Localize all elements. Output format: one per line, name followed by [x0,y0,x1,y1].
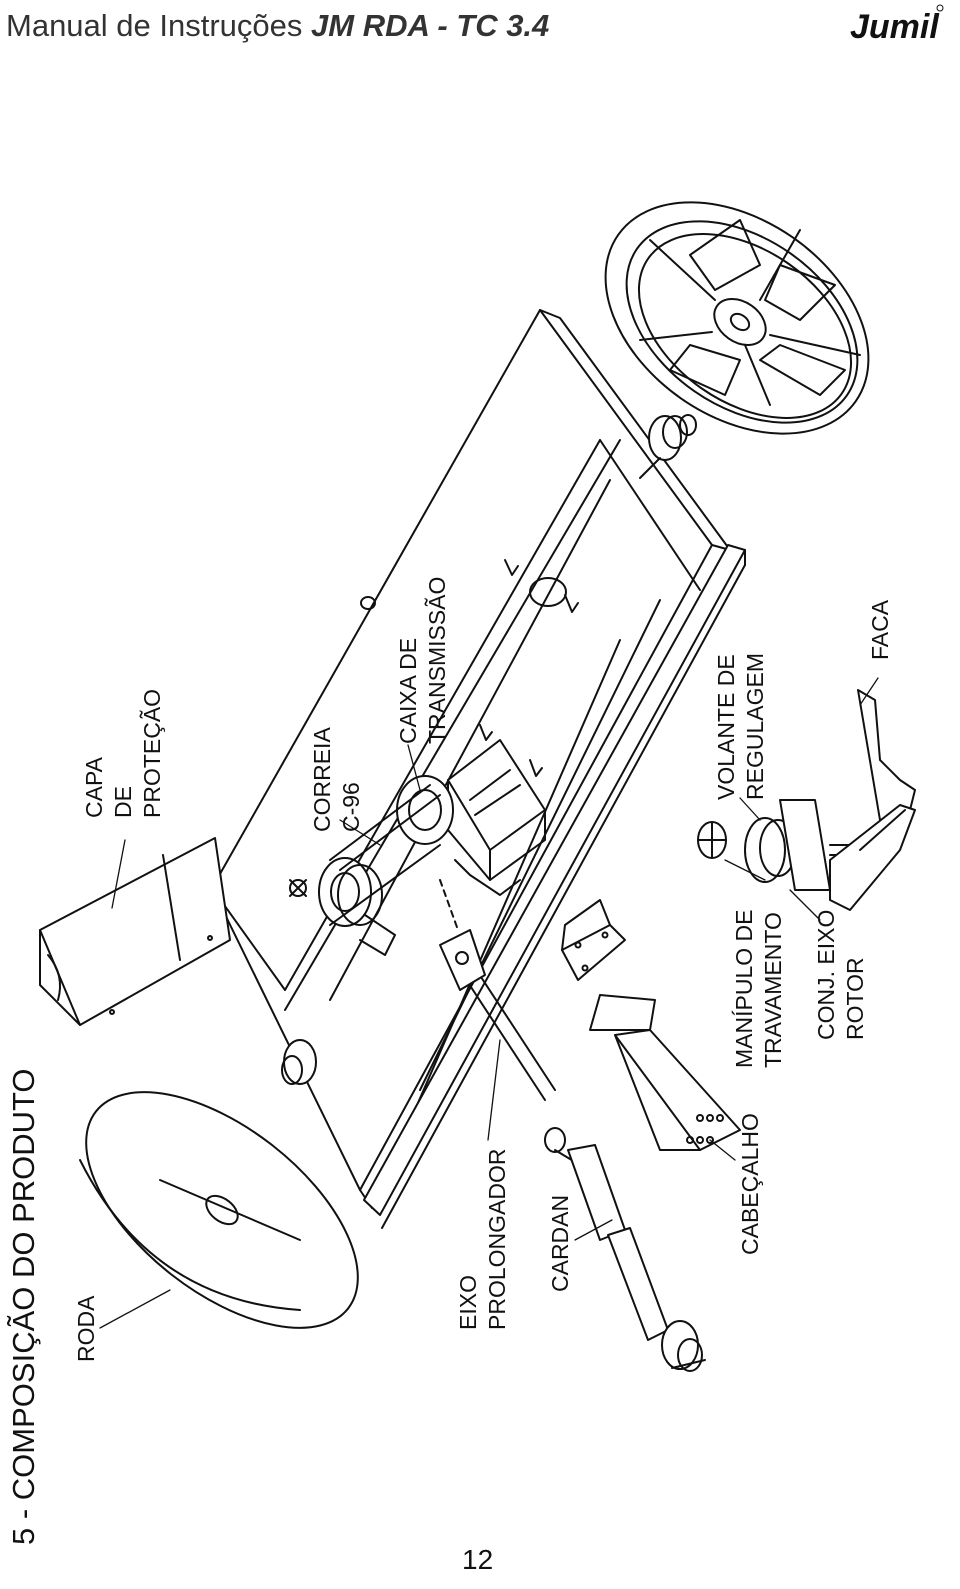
leader-lines [99,677,879,1329]
label-line: CABEÇALHO [737,1113,763,1255]
label-line: MANÍPULO DE [731,909,757,1068]
right-wheel [604,201,870,435]
wheel-hub-left [281,1039,317,1085]
label-roda: RODA [72,1296,101,1362]
label-line: CORREIA [309,727,335,832]
extension-shaft [439,879,556,1101]
front-bracket [561,899,626,981]
label-line: EIXO [455,1275,481,1330]
label-line: CARDAN [547,1194,573,1292]
cardan-shaft [544,1127,706,1372]
document-title: Manual de Instruções JM RDA - TC 3.4 [6,8,549,44]
blade [829,689,916,911]
label-line: DE [110,786,136,818]
label-eixo-prolongador: EIXO PROLONGADOR [454,1149,512,1330]
rotor-assembly [697,799,871,891]
label-line: ROTOR [842,957,868,1040]
side-rail [363,544,746,1229]
page-number: 12 [462,1544,494,1575]
belt-pulley [289,784,441,956]
label-line: REGULAGEM [742,653,768,800]
svg-text:Jumil: Jumil [850,8,940,46]
label-correia: CORREIA C-96 [308,727,366,832]
label-line: CONJ. EIXO [813,909,839,1040]
label-caixa-de-transmissao: CAIXA DE TRANSMISSÃO [394,577,452,744]
label-line: FACA [867,599,893,660]
drawbar [589,994,741,1151]
label-line: TRAVAMENTO [760,912,786,1068]
section-title: 5 - COMPOSIÇÃO DO PRODUTO [6,1068,41,1545]
label-cardan: CARDAN [546,1195,575,1292]
label-volante-de-regulagem: VOLANTE DE REGULAGEM [712,653,770,800]
label-cabecalho: CABEÇALHO [736,1113,765,1255]
label-line: C-96 [338,782,364,832]
label-line: CAPA [81,757,107,818]
protective-cover [39,837,231,1026]
label-line: CAIXA DE [395,637,421,744]
title-prefix: Manual de Instruções [6,8,312,43]
label-line: PROLONGADOR [484,1148,510,1330]
left-wheel [79,1091,359,1329]
label-capa-de-protecao: CAPA DE PROTEÇÃO [80,689,167,818]
label-manipulo-de-travamento: MANÍPULO DE TRAVAMENTO [730,910,788,1068]
label-conj-eixo-rotor: CONJ. EIXO ROTOR [812,910,870,1040]
label-faca: FACA [866,600,895,660]
label-line: PROTEÇÃO [139,688,165,818]
label-line: TRANSMISSÃO [424,576,450,744]
label-line: RODA [73,1295,99,1362]
jumil-logo: Jumil [850,4,944,46]
label-line: VOLANTE DE [713,654,739,800]
wheel-hub-right [639,414,697,479]
title-model: JM RDA - TC 3.4 [311,8,550,43]
